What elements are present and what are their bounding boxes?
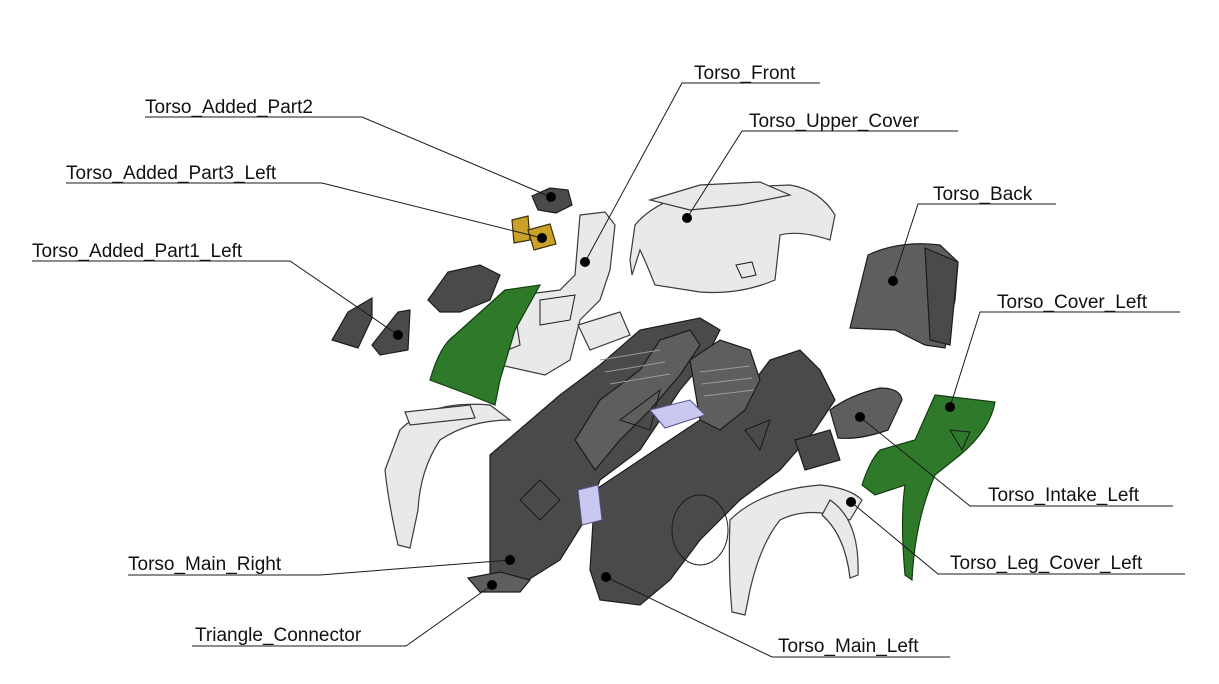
- left-leg-light-part: [384, 403, 512, 549]
- leader-torso-upper-cover: [686, 130, 958, 219]
- leader-torso-cover-left: [949, 311, 1180, 408]
- torso-upper-cover-part: [629, 181, 836, 294]
- label-torso-front: Torso_Front: [694, 63, 796, 84]
- dot-torso-added-part2: [546, 192, 556, 202]
- torso-back-part: [849, 243, 959, 349]
- leader-torso-front: [584, 82, 820, 263]
- dot-torso-back: [888, 276, 898, 286]
- leader-torso-leg-cover-left: [850, 501, 1185, 575]
- dot-torso-cover-left: [945, 402, 955, 412]
- torso-main-left-part: [589, 339, 836, 606]
- dot-torso-front: [580, 257, 590, 267]
- label-torso-added-part2: Torso_Added_Part2: [145, 97, 313, 118]
- triangle-connector-part: [466, 571, 532, 593]
- leader-torso-back: [892, 203, 1056, 282]
- dot-torso-added-part1-left: [393, 330, 403, 340]
- torso-added-part3-left-part: [511, 215, 557, 251]
- dot-torso-main-left: [601, 572, 611, 582]
- dot-torso-main-right: [505, 555, 515, 565]
- leader-torso-added-part3-left: [66, 182, 543, 239]
- label-torso-upper-cover: Torso_Upper_Cover: [749, 111, 920, 132]
- label-torso-main-right: Torso_Main_Right: [128, 554, 282, 575]
- leader-torso-intake-left: [859, 416, 1173, 507]
- label-torso-added-part3-left: Torso_Added_Part3_Left: [66, 163, 277, 184]
- label-torso-leg-cover-left: Torso_Leg_Cover_Left: [950, 553, 1143, 574]
- callout-labels: Torso_Front Torso_Added_Part2 Torso_Uppe…: [32, 63, 1148, 657]
- right-leg-light-part: [728, 484, 863, 616]
- label-torso-main-left: Torso_Main_Left: [778, 636, 919, 657]
- label-torso-back: Torso_Back: [933, 184, 1033, 205]
- torso-main-right-part: [489, 317, 721, 586]
- label-torso-intake-left: Torso_Intake_Left: [988, 485, 1140, 506]
- torso-intake-left-part: [794, 387, 903, 471]
- torso-cover-left-green-part: [429, 284, 542, 406]
- label-torso-cover-left: Torso_Cover_Left: [997, 292, 1148, 313]
- leader-triangle-connector: [192, 584, 493, 647]
- leader-torso-added-part2: [145, 116, 552, 198]
- leader-torso-main-left: [605, 576, 950, 658]
- dot-triangle-connector: [487, 580, 497, 590]
- label-triangle-connector: Triangle_Connector: [195, 625, 362, 646]
- callout-dots: [393, 192, 955, 590]
- leader-lines: [32, 82, 1185, 658]
- leader-torso-added-part1-left: [32, 260, 399, 336]
- lavender-connector-lower: [577, 484, 603, 526]
- leader-torso-main-right: [128, 559, 511, 576]
- label-torso-added-part1-left: Torso_Added_Part1_Left: [32, 241, 243, 262]
- dot-torso-intake-left: [855, 412, 865, 422]
- torso-leg-cover-left-green-part: [861, 394, 996, 582]
- dot-torso-added-part3-left: [537, 233, 547, 243]
- dot-torso-upper-cover: [682, 213, 692, 223]
- lavender-connector-upper: [649, 399, 706, 429]
- dot-torso-leg-cover-left: [846, 497, 856, 507]
